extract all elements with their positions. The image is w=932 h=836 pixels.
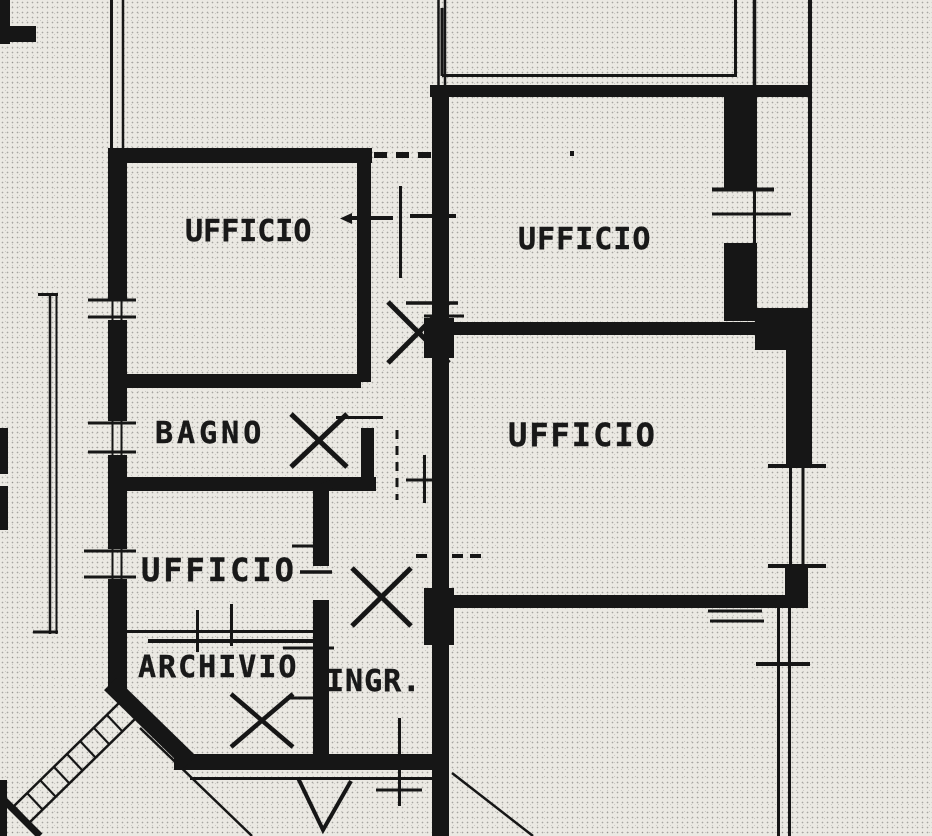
door-swing-x-icon xyxy=(350,566,413,628)
stair-direction-chevron xyxy=(296,777,353,835)
room-label-ufficio-mid-right: UFFICIO xyxy=(508,416,657,454)
east-wall xyxy=(756,348,826,836)
ingresso-ticks xyxy=(376,718,422,806)
window-icon xyxy=(88,297,136,321)
window-icon xyxy=(84,549,136,579)
door-swing-x-icon xyxy=(229,692,295,749)
room-label-ufficio-top-right: UFFICIO xyxy=(518,222,652,257)
window-icon xyxy=(768,464,826,568)
mid-divider-wall xyxy=(448,322,790,335)
scan-artifacts xyxy=(0,0,574,836)
balcony-line xyxy=(33,293,58,634)
door-swing-x-icon xyxy=(289,412,349,469)
room-label-ufficio-top-left: UFFICIO xyxy=(185,214,312,249)
room-label-ufficio-lower-left: UFFICIO xyxy=(141,551,297,589)
wall-pillar xyxy=(724,97,757,188)
scan-artifact-diagonal xyxy=(0,795,43,836)
central-wall xyxy=(424,0,454,836)
west-wall xyxy=(84,0,136,691)
south-right-wall xyxy=(448,595,788,623)
ufficio-top-left-walls xyxy=(108,148,436,382)
diagonal-wall xyxy=(104,677,196,769)
room-label-ingresso: INGR. xyxy=(326,664,422,699)
wall-pillar xyxy=(724,243,757,321)
archivio-walls xyxy=(104,604,446,780)
room-label-bagno: BAGNO xyxy=(155,416,266,451)
ufficio-top-right-walls xyxy=(430,0,812,350)
window-icon xyxy=(88,421,136,455)
stairs-hatch xyxy=(13,701,534,836)
room-label-archivio: ARCHIVIO xyxy=(138,650,299,685)
lower-divider-wall xyxy=(283,484,484,756)
